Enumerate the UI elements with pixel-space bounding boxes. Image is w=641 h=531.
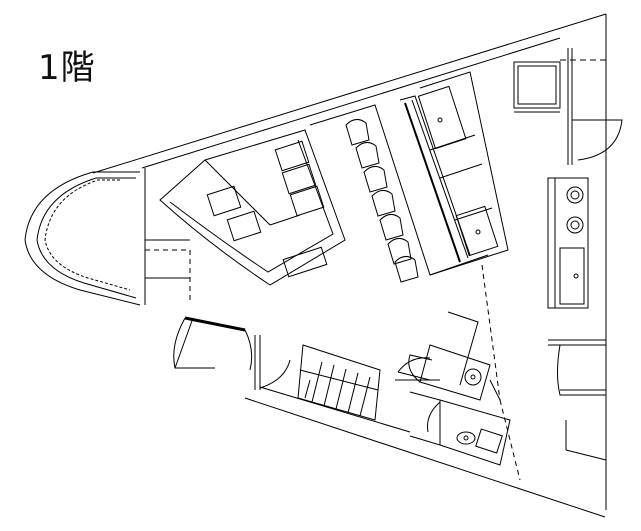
stool-1 bbox=[346, 119, 369, 145]
stool-7 bbox=[395, 256, 418, 282]
range-counter bbox=[548, 178, 588, 308]
north-wall-outer bbox=[93, 14, 606, 173]
counter bbox=[160, 130, 345, 285]
wc-door-2 bbox=[428, 402, 441, 432]
sink-drain-2 bbox=[476, 230, 480, 234]
stool-5 bbox=[380, 214, 403, 240]
toilet-tank bbox=[476, 429, 502, 453]
counter-outer bbox=[160, 130, 345, 285]
staircase bbox=[298, 345, 380, 420]
south-wall-outer bbox=[245, 398, 605, 517]
bar-sink-2 bbox=[456, 206, 498, 255]
sink-drain-1 bbox=[438, 118, 442, 122]
counter-drawer bbox=[283, 247, 327, 276]
burner-2 bbox=[567, 217, 583, 233]
burner-1 bbox=[567, 187, 583, 203]
bay-outer bbox=[25, 172, 140, 305]
stool-3 bbox=[364, 166, 387, 192]
floor-label: 1階 bbox=[38, 48, 96, 88]
bay-window bbox=[45, 180, 130, 290]
toilet-bowl bbox=[456, 431, 476, 445]
counter-seats bbox=[207, 141, 323, 241]
stool-4 bbox=[372, 190, 395, 216]
wc-door-1 bbox=[409, 355, 432, 382]
bar-sink bbox=[418, 86, 465, 148]
hall bbox=[145, 240, 290, 390]
kitchen-sink bbox=[560, 248, 584, 304]
door-swing-2 bbox=[245, 330, 252, 370]
stool-2 bbox=[356, 142, 379, 168]
restrooms bbox=[395, 312, 510, 465]
north-wall-inner bbox=[142, 38, 560, 168]
bar-counter bbox=[310, 72, 508, 275]
washbasin bbox=[465, 369, 481, 385]
south-wall-inner bbox=[260, 387, 410, 432]
fridge bbox=[518, 66, 556, 104]
curved-bay bbox=[25, 172, 140, 305]
kitchen bbox=[514, 48, 622, 460]
dashed-partitions bbox=[145, 250, 520, 480]
exterior-walls bbox=[93, 14, 606, 517]
door-swing bbox=[174, 318, 215, 368]
counter-inner bbox=[170, 140, 333, 272]
stool-6 bbox=[388, 238, 411, 264]
entrance-door bbox=[174, 318, 252, 370]
kitchen-door-2 bbox=[558, 345, 607, 395]
kitchen-door bbox=[572, 120, 622, 160]
bay-inner bbox=[37, 178, 136, 298]
stools bbox=[346, 119, 418, 282]
inner-door bbox=[398, 358, 430, 380]
